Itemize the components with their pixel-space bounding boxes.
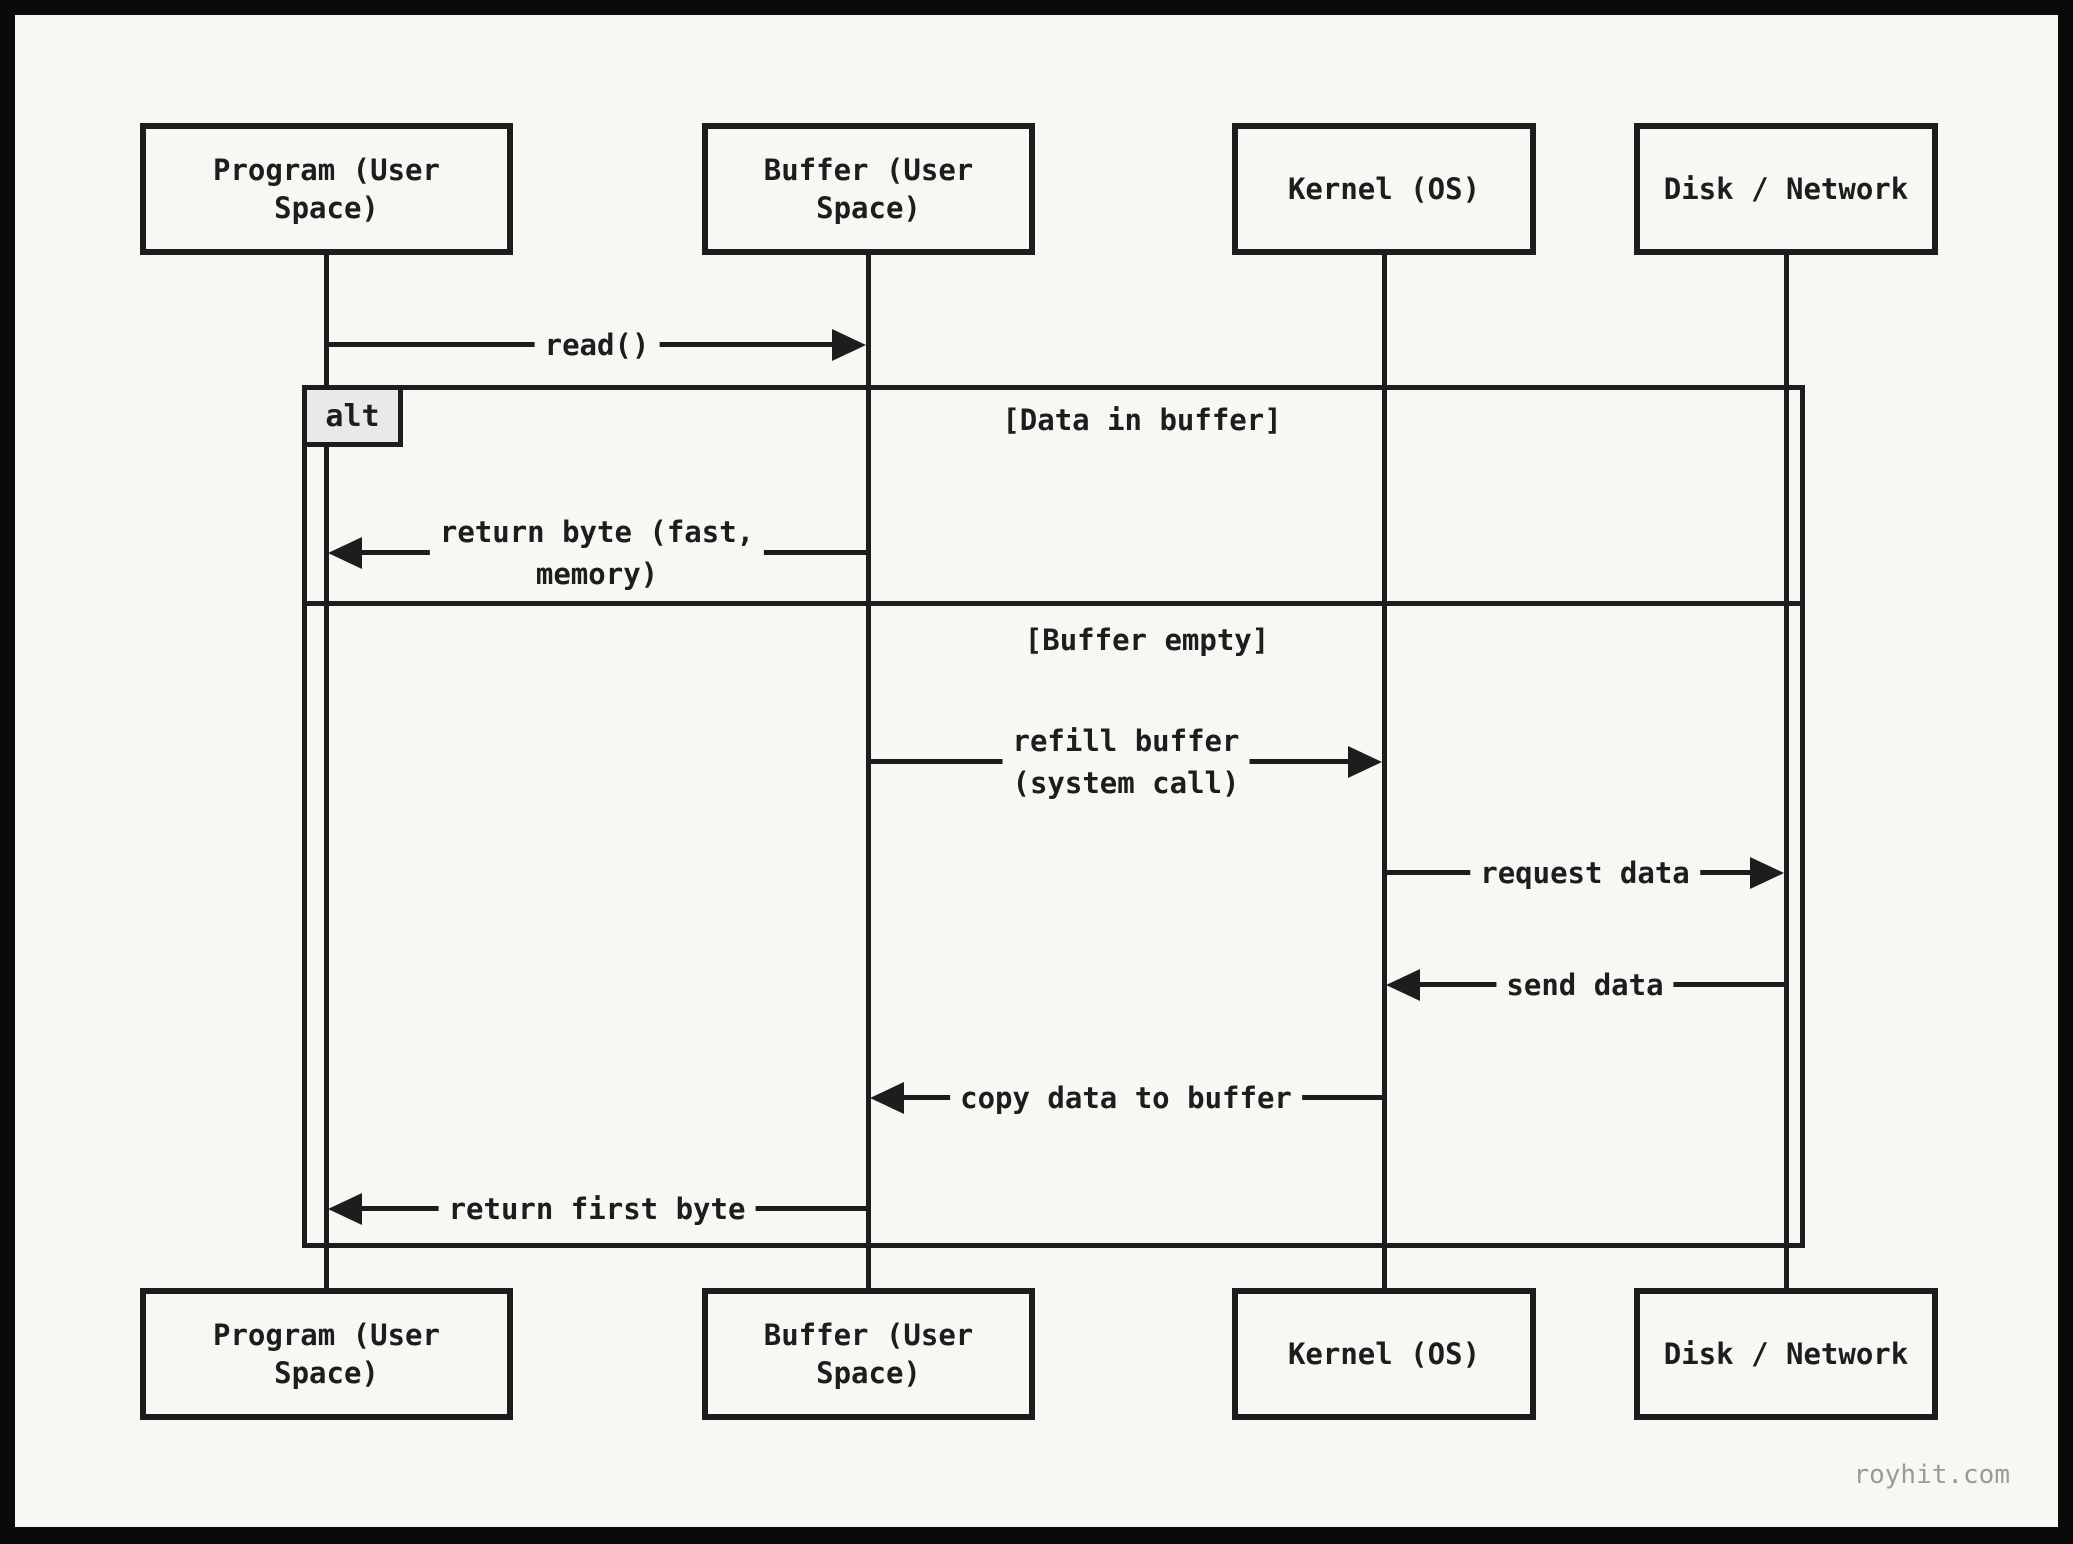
lifeline-buffer xyxy=(866,253,871,1290)
message-kernel-disk-label: request data xyxy=(1470,849,1700,897)
message-kernel-buffer-label: copy data to buffer xyxy=(950,1074,1302,1122)
lifeline-disk xyxy=(1784,253,1789,1290)
participant-bottom-disk: Disk / Network xyxy=(1634,1288,1938,1420)
participant-top-disk: Disk / Network xyxy=(1634,123,1938,255)
message-kernel-disk-arrowhead-icon xyxy=(1750,857,1784,889)
message-buffer-program-label: return byte (fast, memory) xyxy=(429,508,765,598)
message-buffer-kernel-arrowhead-icon xyxy=(1348,746,1382,778)
participant-bottom-buffer: Buffer (User Space) xyxy=(702,1288,1035,1420)
message-buffer-kernel-label: refill buffer (system call) xyxy=(1002,717,1250,807)
alt-condition-0: [Data in buffer] xyxy=(994,403,1290,437)
message-disk-kernel-label: send data xyxy=(1496,961,1674,1009)
participant-bottom-program: Program (User Space) xyxy=(140,1288,513,1420)
participant-top-program: Program (User Space) xyxy=(140,123,513,255)
message-program-buffer-label: read() xyxy=(534,321,660,369)
message-buffer-program-label: return first byte xyxy=(438,1185,756,1233)
lifeline-program xyxy=(324,253,329,1290)
message-disk-kernel-arrowhead-icon xyxy=(1386,969,1420,1001)
alt-condition-1: [Buffer empty] xyxy=(1016,623,1278,657)
alt-operator-tag: alt xyxy=(302,385,403,447)
participant-bottom-kernel: Kernel (OS) xyxy=(1232,1288,1536,1420)
participant-top-kernel: Kernel (OS) xyxy=(1232,123,1536,255)
message-program-buffer-arrowhead-icon xyxy=(832,329,866,361)
message-buffer-program-arrowhead-icon xyxy=(328,537,362,569)
alt-frame xyxy=(302,385,1805,1248)
lifeline-kernel xyxy=(1382,253,1387,1290)
participant-top-buffer: Buffer (User Space) xyxy=(702,123,1035,255)
message-kernel-buffer-arrowhead-icon xyxy=(870,1082,904,1114)
watermark: royhit.com xyxy=(1853,1460,2010,1490)
message-buffer-program-arrowhead-icon xyxy=(328,1193,362,1225)
alt-frame-divider xyxy=(302,601,1805,606)
